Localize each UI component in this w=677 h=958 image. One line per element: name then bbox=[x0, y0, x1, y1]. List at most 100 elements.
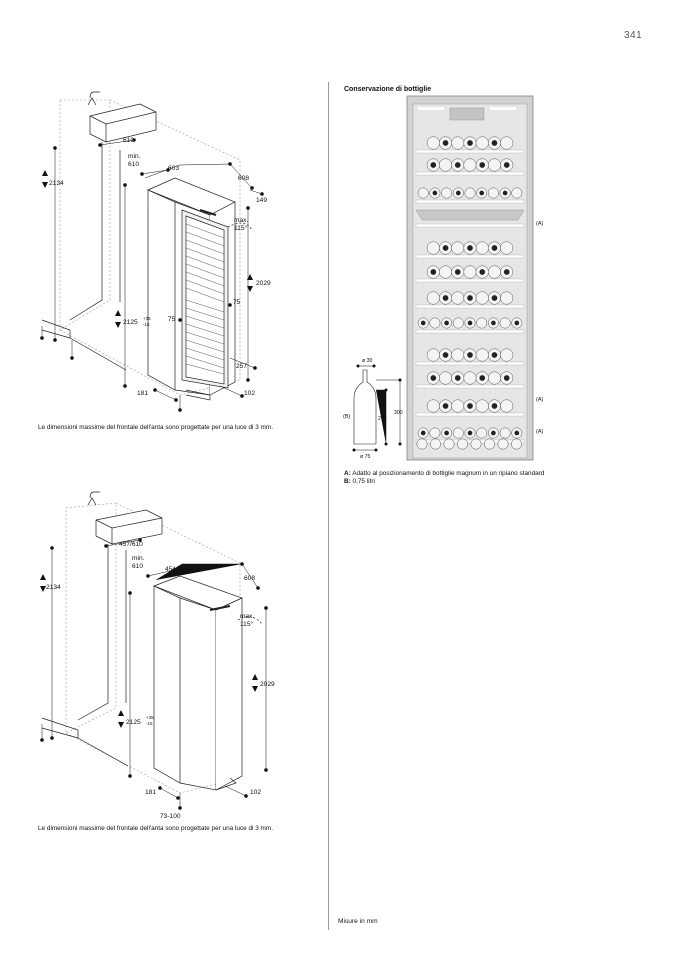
bottle-end bbox=[463, 158, 477, 172]
shelf bbox=[415, 329, 525, 334]
bottle-end bbox=[438, 158, 453, 172]
bottle-end bbox=[429, 427, 441, 439]
bottle-neck bbox=[502, 190, 508, 196]
bottle-end bbox=[429, 317, 441, 329]
bottle-neck bbox=[444, 320, 449, 326]
dim-min-label: min. bbox=[128, 153, 141, 160]
dim-608: 608 bbox=[244, 575, 255, 582]
bottle-neck bbox=[479, 190, 485, 196]
bottle-neck bbox=[503, 375, 510, 381]
bottle-end bbox=[452, 317, 464, 329]
bottle-neck bbox=[491, 140, 498, 146]
bottle-rows bbox=[415, 136, 525, 450]
bottle-end bbox=[475, 241, 489, 255]
bottle-end bbox=[500, 399, 514, 413]
bottle-end bbox=[484, 438, 495, 450]
bottle-neck bbox=[467, 140, 473, 146]
shelf bbox=[415, 361, 525, 366]
bottle-neck bbox=[430, 162, 437, 168]
legend-item-b: B: 0,75 litri bbox=[344, 478, 375, 485]
bottle-end bbox=[500, 241, 514, 255]
label-A-mid: (A) bbox=[536, 397, 544, 403]
bottle-end bbox=[464, 187, 476, 199]
bottle-end bbox=[441, 187, 453, 199]
bottle-neck bbox=[430, 269, 437, 275]
caption-diagram-2: Le dimensioni massime del frontale dell'… bbox=[38, 825, 273, 832]
bottle-end bbox=[487, 158, 502, 172]
bottle-end bbox=[511, 438, 522, 450]
bottle-neck bbox=[479, 375, 486, 381]
dim-608: 608 bbox=[238, 175, 249, 182]
dim-dia-30: ø 30 bbox=[362, 358, 372, 364]
dim-75-right: 75 bbox=[233, 299, 241, 306]
bottle-neck bbox=[442, 403, 449, 409]
shelf bbox=[415, 223, 525, 228]
bottle-end bbox=[416, 438, 428, 450]
bottle-end bbox=[500, 348, 514, 362]
dim-dia-75: ø 75 bbox=[360, 454, 370, 460]
dim-73-100: 73-100 bbox=[160, 813, 181, 820]
bottle-neck bbox=[491, 245, 498, 251]
bottle-neck bbox=[491, 295, 498, 301]
bottle-neck bbox=[455, 190, 461, 196]
label-A-bottom: (A) bbox=[536, 429, 544, 435]
tol-plus: +35 bbox=[143, 316, 151, 321]
bottle-end bbox=[463, 265, 477, 279]
shelf bbox=[415, 384, 525, 389]
bottle-neck bbox=[514, 430, 520, 436]
bottle-end bbox=[463, 371, 477, 385]
max-label: max. bbox=[240, 613, 254, 620]
bottle-neck bbox=[491, 320, 496, 326]
bottle-end bbox=[438, 265, 453, 279]
bottle-end bbox=[451, 348, 465, 362]
bottle-end bbox=[426, 291, 440, 305]
dim-451-603: 451/603 bbox=[165, 566, 189, 573]
bottle-end bbox=[426, 348, 440, 362]
bottle-end bbox=[487, 265, 502, 279]
dim-102: 102 bbox=[250, 789, 261, 796]
bottle-end bbox=[475, 348, 489, 362]
dim-2029: 2029 bbox=[256, 280, 271, 287]
bottle-neck bbox=[444, 430, 449, 436]
bottle-end bbox=[417, 187, 429, 199]
bottle-end bbox=[499, 317, 511, 329]
dim-2134: 2134 bbox=[46, 584, 61, 591]
installation-diagram-solid-door: 457/610 min. 610 451/603 608 2134 max. 1… bbox=[40, 491, 275, 820]
bottle-neck bbox=[442, 352, 449, 358]
bottle-neck bbox=[479, 269, 486, 275]
bottle-end bbox=[500, 136, 514, 150]
shelf bbox=[415, 254, 525, 259]
shelf bbox=[415, 149, 525, 154]
tol-plus: +35 bbox=[146, 715, 154, 720]
bottle-neck bbox=[479, 162, 486, 168]
bottle-neck bbox=[467, 245, 473, 251]
bottle-end bbox=[451, 399, 465, 413]
bottle-end bbox=[470, 438, 482, 450]
bottle-neck bbox=[432, 190, 438, 196]
bottle-neck bbox=[454, 269, 461, 275]
legend-item-a: A: Adatto al posizionamento di bottiglie… bbox=[344, 470, 545, 477]
bottle-end bbox=[500, 291, 514, 305]
max-label: max. bbox=[234, 217, 248, 224]
dim-2125: 2125 bbox=[123, 319, 138, 326]
dim-457-610: 457/610 bbox=[119, 541, 143, 548]
label-B: (B) bbox=[343, 414, 351, 420]
bottle-end bbox=[430, 438, 441, 450]
dim-149: 149 bbox=[256, 197, 267, 204]
bottle-neck bbox=[420, 320, 426, 326]
dim-2029: 2029 bbox=[260, 681, 275, 688]
bottle-end bbox=[487, 187, 499, 199]
bottle-neck bbox=[491, 352, 498, 358]
dim-181: 181 bbox=[137, 390, 148, 397]
bottle-end bbox=[499, 427, 511, 439]
bottle-neck bbox=[503, 162, 510, 168]
bottle-neck bbox=[467, 352, 473, 358]
dim-300: 300 bbox=[394, 410, 403, 416]
bottle-end bbox=[426, 136, 440, 150]
bottle-neck bbox=[467, 430, 473, 436]
bottle-end bbox=[451, 291, 465, 305]
bottle-neck bbox=[442, 140, 449, 146]
bottle-neck bbox=[467, 295, 473, 301]
dim-215: 215 bbox=[378, 416, 387, 422]
dim-181: 181 bbox=[145, 789, 156, 796]
